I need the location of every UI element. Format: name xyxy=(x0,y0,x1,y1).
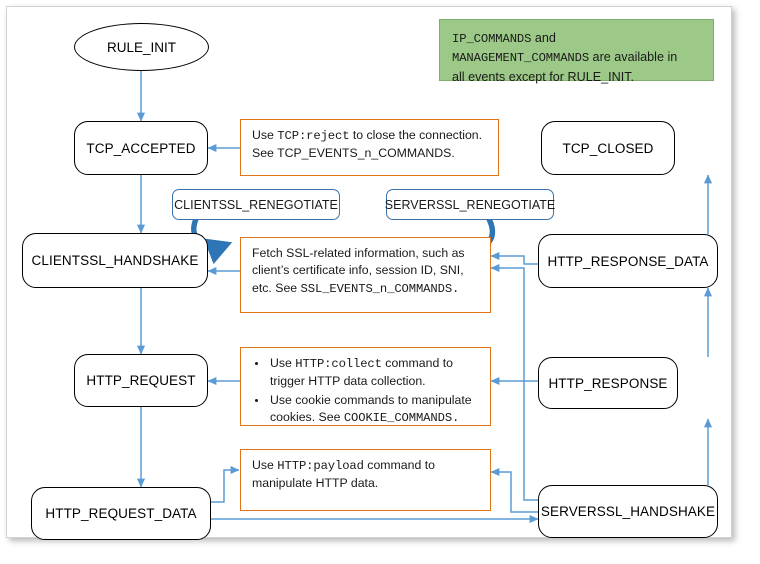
note-payload-l1b: command to xyxy=(363,458,435,472)
callout-management-commands-code: MANAGEMENT_COMMANDS xyxy=(452,51,590,66)
event-clientssl-handshake[interactable]: CLIENTSSL_HANDSHAKE xyxy=(22,233,208,288)
wire-serversslhandshake-to-payloadnote xyxy=(490,467,538,513)
callout-line-3: all events except for RULE_INIT. xyxy=(452,69,634,84)
note-tcp-line-2: See TCP_EVENTS_n_COMMANDS. xyxy=(252,145,489,162)
wire-httpresponsedata-to-sslnote xyxy=(490,251,538,265)
callout-commands-availability: IP_COMMANDS and MANAGEMENT_COMMANDS are … xyxy=(439,19,714,84)
note-http-b2a: Use cookie commands to manipulate cookie… xyxy=(270,392,472,425)
event-serverssl-handshake[interactable]: SERVERSSL_HANDSHAKE xyxy=(538,485,718,538)
note-tcp-l2b: . xyxy=(451,146,455,161)
event-http-request-label: HTTP_REQUEST xyxy=(86,373,196,388)
event-clientssl-renegotiate-label: CLIENTSSL_RENEGOTIATE xyxy=(174,197,338,212)
event-http-response-label: HTTP_RESPONSE xyxy=(548,375,668,391)
note-tcp-reject-code: TCP:reject xyxy=(277,129,350,143)
note-ssl-l3a: etc. See xyxy=(252,280,301,295)
note-payload-l1a: Use xyxy=(252,458,278,472)
event-http-request-data[interactable]: HTTP_REQUEST_DATA xyxy=(31,487,211,540)
event-serverssl-renegotiate-label: SERVERSSL_RENEGOTIATE xyxy=(384,197,556,212)
event-clientssl-handshake-label: CLIENTSSL_HANDSHAKE xyxy=(31,253,199,268)
note-http-b1b: command to trigger HTTP data collection. xyxy=(270,356,453,389)
note-ssl-line-3: etc. See SSL_EVENTS_n_COMMANDS. xyxy=(252,280,481,298)
wire-serversslhandshake-to-sslnote xyxy=(490,263,538,501)
event-clientssl-renegotiate[interactable]: CLIENTSSL_RENEGOTIATE xyxy=(172,189,340,220)
callout-line-1-tail: and xyxy=(531,31,556,45)
note-tcp-l1a: Use xyxy=(252,128,278,142)
event-tcp-accepted[interactable]: TCP_ACCEPTED xyxy=(74,121,208,175)
note-ssl-line-2: client’s certificate info, session ID, S… xyxy=(252,263,464,278)
event-rule-init[interactable]: RULE_INIT xyxy=(74,23,209,71)
callout-line-1: IP_COMMANDS and xyxy=(452,29,703,48)
note-ssl-information: Fetch SSL-related information, such as c… xyxy=(240,237,491,313)
note-http-bullet-2: Use cookie commands to manipulate cookie… xyxy=(268,392,481,428)
note-tcp-l2a: See xyxy=(252,146,278,161)
event-http-response-data[interactable]: HTTP_RESPONSE_DATA xyxy=(538,234,718,288)
event-tcp-closed-label: TCP_CLOSED xyxy=(562,140,654,156)
event-http-response-data-label: HTTP_RESPONSE_DATA xyxy=(547,253,709,269)
event-rule-init-label: RULE_INIT xyxy=(106,39,177,55)
note-http-bullet-list: Use HTTP:collect command to trigger HTTP… xyxy=(252,355,481,428)
note-http-payload: Use HTTP:payload command to manipulate H… xyxy=(240,449,491,511)
event-tcp-closed[interactable]: TCP_CLOSED xyxy=(541,121,675,175)
event-serverssl-handshake-label: SERVERSSL_HANDSHAKE xyxy=(540,504,716,519)
note-cookie-commands-code: COOKIE_COMMANDS. xyxy=(343,411,460,426)
note-ssl-events-code: SSL_EVENTS_n_COMMANDS. xyxy=(300,281,460,296)
note-http-payload-code: HTTP:payload xyxy=(277,459,364,473)
note-tcp-line-1: Use TCP:reject to close the connection. xyxy=(252,127,489,145)
note-ssl-line-1: Fetch SSL-related information, such as xyxy=(252,246,465,260)
note-payload-line-2: manipulate HTTP data. xyxy=(252,476,379,491)
note-tcp-l1b: to close the connection. xyxy=(349,128,483,142)
event-tcp-accepted-label: TCP_ACCEPTED xyxy=(86,140,196,156)
note-tcp-events-code: TCP_EVENTS_n_COMMANDS xyxy=(277,146,452,161)
note-http-b1a: Use xyxy=(270,356,296,370)
callout-ip-commands-code: IP_COMMANDS xyxy=(452,32,532,46)
note-http-bullet-1: Use HTTP:collect command to trigger HTTP… xyxy=(268,355,481,391)
event-serverssl-renegotiate[interactable]: SERVERSSL_RENEGOTIATE xyxy=(384,189,556,220)
event-http-response[interactable]: HTTP_RESPONSE xyxy=(538,357,678,409)
event-http-request[interactable]: HTTP_REQUEST xyxy=(74,354,208,407)
wire-httprequestdata-to-payloadnote xyxy=(211,465,240,503)
event-http-request-data-label: HTTP_REQUEST_DATA xyxy=(45,506,197,521)
callout-line-2: MANAGEMENT_COMMANDS are available in xyxy=(452,48,703,67)
note-payload-line-1: Use HTTP:payload command to xyxy=(252,457,481,475)
note-http-commands: Use HTTP:collect command to trigger HTTP… xyxy=(240,347,491,426)
callout-line-2-tail: are available in xyxy=(589,50,678,65)
note-tcp-reject: Use TCP:reject to close the connection. … xyxy=(240,119,499,176)
note-http-collect-code: HTTP:collect xyxy=(295,357,382,371)
